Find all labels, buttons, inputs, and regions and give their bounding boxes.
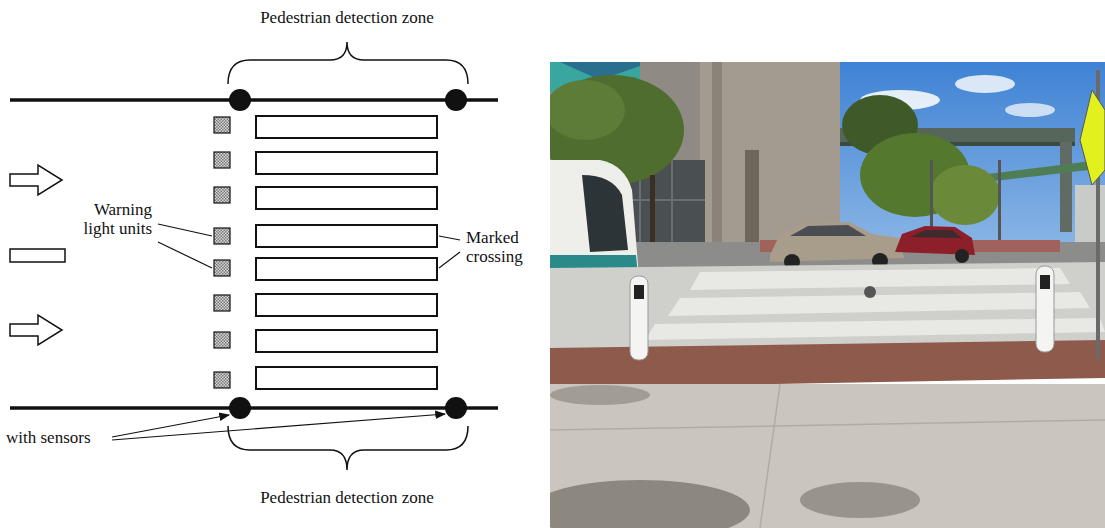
schematic <box>10 42 498 470</box>
bollard <box>630 276 648 360</box>
leader-arrow <box>112 414 445 440</box>
car-window <box>790 225 866 236</box>
bollard-dot <box>445 89 467 111</box>
zone-label: Pedestrian detection zone <box>260 8 434 27</box>
leader-arrow <box>112 415 229 437</box>
tree-trunk <box>650 175 655 250</box>
leader-line <box>439 236 460 240</box>
crossing-bar <box>256 367 437 389</box>
warning-light <box>214 332 230 348</box>
zone-label: Pedestrian detection zone <box>260 488 434 507</box>
bollard-dot <box>229 89 251 111</box>
sidewalk-joint <box>550 420 1105 430</box>
warning-light <box>214 228 230 244</box>
light-pole <box>998 160 1001 250</box>
crossing-bar <box>256 258 437 280</box>
crossing-bar <box>256 187 437 209</box>
cloud <box>1005 103 1055 117</box>
crossing-bar <box>256 330 437 352</box>
callout-label: Warning light units <box>78 200 152 238</box>
leader-line <box>158 224 212 236</box>
pilaster <box>745 150 759 250</box>
traffic-arrow <box>10 315 62 345</box>
shadow <box>800 482 920 518</box>
zone-brace <box>228 42 468 84</box>
crossing-bar <box>256 294 437 316</box>
manhole <box>864 286 876 298</box>
pilaster <box>712 62 722 257</box>
crossing-bar <box>256 225 437 247</box>
callout-label: with sensors <box>6 428 91 447</box>
warning-light <box>214 152 230 168</box>
shadow <box>550 480 750 528</box>
warning-light <box>214 295 230 311</box>
window-frame <box>671 160 673 245</box>
warning-light <box>214 372 230 388</box>
curb-line <box>10 406 498 410</box>
cloud <box>955 75 1015 93</box>
callout-label: Marked crossing <box>466 228 548 266</box>
sidewalk-joint <box>760 384 780 528</box>
lane-divider <box>10 249 65 262</box>
crossing-bars <box>256 116 437 389</box>
crossing-bar <box>256 116 437 138</box>
car-window <box>910 230 962 238</box>
bollard-sign <box>634 285 644 299</box>
leader-line <box>439 252 460 268</box>
warning-light <box>214 260 230 276</box>
bollard <box>1036 266 1054 352</box>
crossing-bar <box>256 152 437 174</box>
curb-line <box>10 98 498 102</box>
distant-building <box>1075 185 1105 245</box>
photo <box>550 62 1105 528</box>
crosswalk-stripe <box>690 268 1070 290</box>
crosswalk-stripe <box>668 292 1090 316</box>
tree <box>930 165 1000 225</box>
zone-brace <box>228 426 468 470</box>
traffic-arrow <box>10 165 62 195</box>
tree <box>550 80 625 140</box>
pedestrian-sign <box>1080 90 1105 185</box>
warning-light <box>214 117 230 133</box>
bollard-dot <box>445 397 467 419</box>
leader-line <box>158 242 212 268</box>
bollard-sign <box>1040 275 1050 289</box>
warning-light <box>214 187 230 203</box>
wheel <box>955 249 969 263</box>
bollard-dot <box>229 397 251 419</box>
warning-lights <box>214 117 230 388</box>
skyway-pier <box>1060 142 1072 232</box>
bus-windshield <box>582 175 628 252</box>
shadow <box>550 385 650 405</box>
